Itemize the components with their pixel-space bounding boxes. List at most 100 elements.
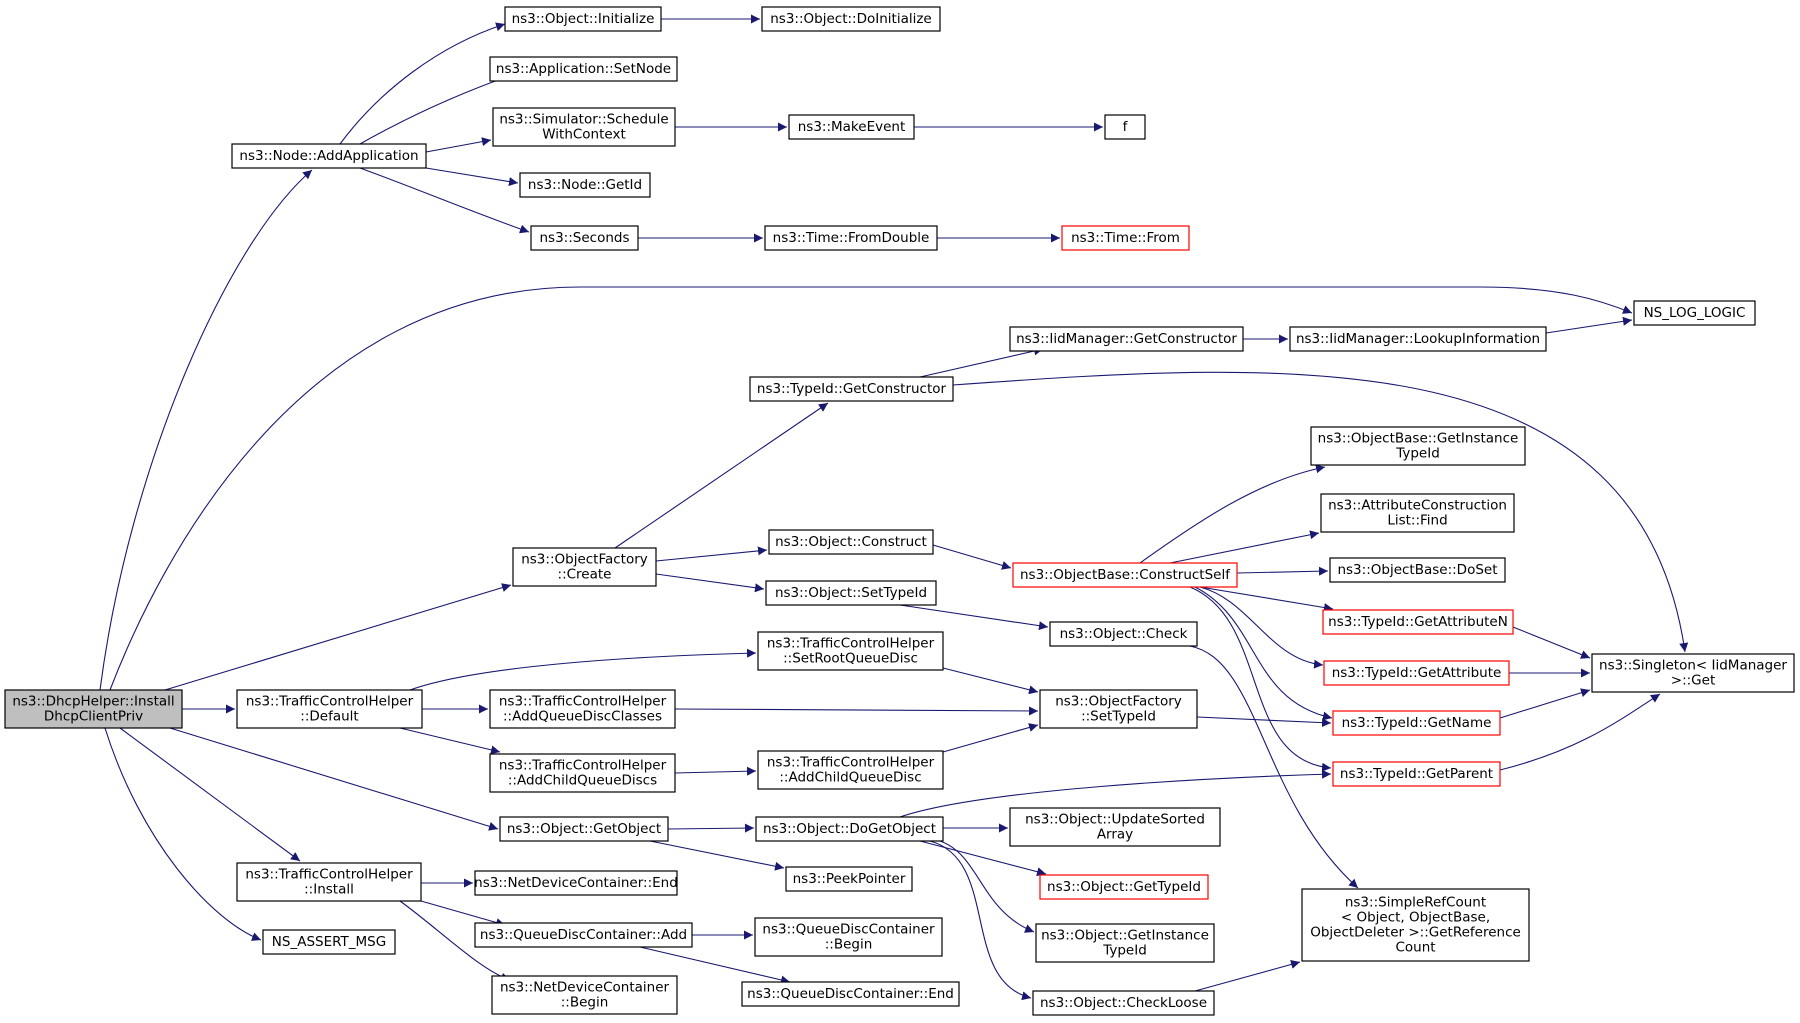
graph-node-nsLogLogic[interactable]: NS_LOG_LOGIC bbox=[1633, 300, 1756, 326]
graph-node-typeIdGetAttr[interactable]: ns3::TypeId::GetAttribute bbox=[1323, 660, 1510, 686]
graph-node-objDoInit[interactable]: ns3::Object::DoInitialize bbox=[761, 6, 941, 32]
edge-objBaseConstrSelf-to-typeIdGetName bbox=[1194, 586, 1333, 721]
node-layer: ns3::DhcpHelper::InstallDhcpClientPrivns… bbox=[4, 6, 1795, 1016]
graph-node-f[interactable]: f bbox=[1104, 114, 1146, 140]
node-label: ns3::Node::GetId bbox=[528, 177, 642, 193]
node-label: ns3::Object::Initialize bbox=[512, 11, 655, 27]
graph-node-tchDefault[interactable]: ns3::TrafficControlHelper::Default bbox=[236, 689, 423, 729]
node-label: ns3::TypeId::GetAttribute bbox=[1332, 665, 1502, 681]
node-box bbox=[491, 975, 678, 1015]
node-label: NS_LOG_LOGIC bbox=[1644, 305, 1746, 321]
graph-node-objInit[interactable]: ns3::Object::Initialize bbox=[504, 6, 662, 32]
graph-node-seconds[interactable]: ns3::Seconds bbox=[530, 225, 639, 251]
node-label: < Object, ObjectBase, bbox=[1341, 910, 1490, 926]
graph-node-nsAssertMsg[interactable]: NS_ASSERT_MSG bbox=[262, 929, 396, 955]
graph-node-iidGetCtor[interactable]: ns3::IidManager::GetConstructor bbox=[1009, 326, 1244, 352]
graph-node-qdcBegin[interactable]: ns3::QueueDiscContainer::Begin bbox=[754, 917, 943, 957]
graph-node-objDoGetObject[interactable]: ns3::Object::DoGetObject bbox=[755, 816, 944, 842]
graph-node-tchSetRoot[interactable]: ns3::TrafficControlHelper::SetRootQueueD… bbox=[757, 631, 944, 671]
graph-node-objGetTypeId[interactable]: ns3::Object::GetTypeId bbox=[1039, 874, 1209, 900]
graph-node-typeIdGetCtor[interactable]: ns3::TypeId::GetConstructor bbox=[749, 376, 954, 402]
graph-node-singletonGet[interactable]: ns3::Singleton< IidManager >::Get bbox=[1591, 653, 1795, 693]
node-label: ns3::Time::FromDouble bbox=[773, 230, 930, 246]
graph-node-timeFromDouble[interactable]: ns3::Time::FromDouble bbox=[764, 225, 938, 251]
graph-node-objBaseConstrSelf[interactable]: ns3::ObjectBase::ConstructSelf bbox=[1012, 562, 1238, 588]
graph-node-typeIdGetAttrN[interactable]: ns3::TypeId::GetAttributeN bbox=[1322, 609, 1514, 635]
node-label: ns3::TrafficControlHelper bbox=[767, 636, 935, 652]
graph-node-ndcBegin[interactable]: ns3::NetDeviceContainer::Begin bbox=[491, 975, 678, 1015]
edge-addApp-to-simSched bbox=[425, 137, 492, 153]
graph-node-qdcAdd[interactable]: ns3::QueueDiscContainer::Add bbox=[474, 922, 693, 948]
node-label: ::Begin bbox=[561, 995, 609, 1011]
node-label: ns3::Object::Check bbox=[1060, 626, 1188, 642]
node-box bbox=[236, 862, 422, 902]
graph-node-typeIdGetParent[interactable]: ns3::TypeId::GetParent bbox=[1332, 761, 1501, 787]
node-box bbox=[1009, 326, 1244, 352]
graph-node-tchAddChildQDs[interactable]: ns3::TrafficControlHelper::AddChildQueue… bbox=[489, 753, 676, 793]
edge-objCheckLoose-to-simpleRefCount bbox=[1194, 960, 1301, 992]
node-box bbox=[788, 114, 915, 140]
edge-objGetObject-to-peekPointer bbox=[649, 840, 785, 871]
graph-node-objGetObject[interactable]: ns3::Object::GetObject bbox=[499, 816, 669, 842]
node-box bbox=[1104, 114, 1146, 140]
node-label: ns3::AttributeConstruction bbox=[1328, 498, 1507, 514]
node-box bbox=[530, 225, 639, 251]
graph-node-typeIdGetName[interactable]: ns3::TypeId::GetName bbox=[1332, 710, 1501, 736]
node-box bbox=[1039, 689, 1198, 729]
node-label: ns3::ObjectBase::DoSet bbox=[1337, 562, 1497, 578]
node-label: >::Get bbox=[1671, 673, 1715, 689]
edge-root-to-addApp bbox=[99, 169, 313, 691]
graph-node-objBaseDoSet[interactable]: ns3::ObjectBase::DoSet bbox=[1329, 557, 1506, 583]
edge-typeIdGetName-to-singletonGet bbox=[1499, 688, 1591, 719]
graph-node-iidLookup[interactable]: ns3::IidManager::LookupInformation bbox=[1289, 326, 1547, 352]
node-label: ns3::TypeId::GetName bbox=[1342, 715, 1492, 731]
graph-node-objSetTypeId[interactable]: ns3::Object::SetTypeId bbox=[765, 580, 937, 606]
node-box bbox=[741, 981, 960, 1007]
node-label: ns3::Object::CheckLoose bbox=[1040, 995, 1207, 1011]
node-label: ns3::Seconds bbox=[540, 230, 630, 246]
graph-node-qdcEnd[interactable]: ns3::QueueDiscContainer::End bbox=[741, 981, 960, 1007]
graph-node-tchInstall[interactable]: ns3::TrafficControlHelper::Install bbox=[236, 862, 422, 902]
graph-node-peekPointer[interactable]: ns3::PeekPointer bbox=[785, 866, 913, 892]
node-box bbox=[754, 917, 943, 957]
edge-qdcAdd-to-qdcEnd bbox=[639, 946, 791, 985]
node-label: f bbox=[1123, 119, 1129, 135]
node-label: ::AddChildQueueDiscs bbox=[508, 773, 657, 789]
node-label: ::SetTypeId bbox=[1081, 709, 1156, 725]
graph-node-tchAddChildQD[interactable]: ns3::TrafficControlHelper::AddChildQueue… bbox=[757, 750, 944, 790]
edge-objDoGetObject-to-objGetInstTypeId bbox=[939, 840, 1035, 933]
node-label: ::Create bbox=[558, 567, 612, 583]
graph-node-timeFrom[interactable]: ns3::Time::From bbox=[1061, 225, 1190, 251]
edge-tchDefault-to-tchAddChildQDs bbox=[399, 727, 501, 755]
graph-node-tchAddQDC[interactable]: ns3::TrafficControlHelper::AddQueueDiscC… bbox=[489, 689, 676, 729]
graph-node-makeEvent[interactable]: ns3::MakeEvent bbox=[788, 114, 915, 140]
edge-objBaseConstrSelf-to-objBaseGetInst bbox=[1139, 464, 1326, 564]
graph-node-addApp[interactable]: ns3::Node::AddApplication bbox=[231, 143, 427, 169]
graph-node-objConstruct[interactable]: ns3::Object::Construct bbox=[768, 529, 934, 555]
edge-tchSetRoot-to-objFactSetTypeId bbox=[942, 667, 1039, 695]
node-label: ::AddQueueDiscClasses bbox=[503, 709, 662, 725]
graph-node-objCheck[interactable]: ns3::Object::Check bbox=[1049, 621, 1198, 647]
graph-node-objCheckLoose[interactable]: ns3::Object::CheckLoose bbox=[1032, 990, 1215, 1016]
graph-node-nodeGetId[interactable]: ns3::Node::GetId bbox=[519, 172, 651, 198]
node-label: TypeId bbox=[1102, 943, 1147, 959]
node-label: ::Install bbox=[304, 882, 354, 898]
node-box bbox=[1332, 761, 1501, 787]
edge-objBaseConstrSelf-to-typeIdGetAttrN bbox=[1199, 586, 1334, 612]
graph-node-simpleRefCount[interactable]: ns3::SimpleRefCount< Object, ObjectBase,… bbox=[1301, 888, 1530, 962]
node-box bbox=[768, 529, 934, 555]
node-label: ns3::Object::Construct bbox=[775, 534, 927, 550]
graph-node-appSetNode[interactable]: ns3::Application::SetNode bbox=[489, 56, 678, 82]
graph-node-objFactCreate[interactable]: ns3::ObjectFactory::Create bbox=[512, 547, 657, 587]
node-label: ns3::PeekPointer bbox=[793, 871, 906, 887]
node-box bbox=[489, 689, 676, 729]
edge-root-to-nsLogLogic bbox=[109, 286, 1633, 691]
graph-node-ndcEnd[interactable]: ns3::NetDeviceContainer::End bbox=[474, 870, 678, 896]
graph-node-objFactSetTypeId[interactable]: ns3::ObjectFactory::SetTypeId bbox=[1039, 689, 1198, 729]
